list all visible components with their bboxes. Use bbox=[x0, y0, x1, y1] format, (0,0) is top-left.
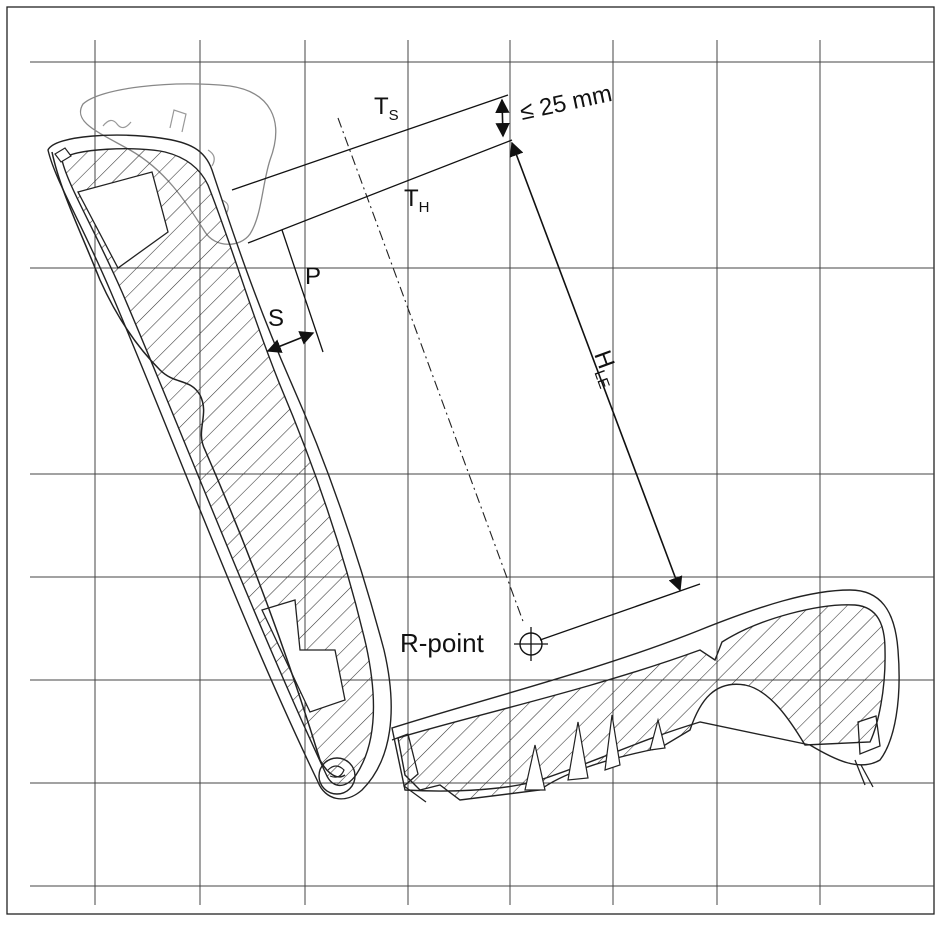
dimension-lines bbox=[231, 94, 701, 641]
seat-front-hardware bbox=[854, 715, 881, 788]
recliner-pivot bbox=[318, 757, 356, 795]
back-frame-rail bbox=[51, 151, 346, 778]
hle-arrow bbox=[509, 141, 683, 592]
seatback-cutout-lower bbox=[261, 599, 346, 713]
r-point-marker bbox=[514, 627, 548, 661]
seatback-cutout-upper bbox=[77, 171, 169, 269]
seat-rear-hardware bbox=[391, 733, 427, 803]
label-25mm: ≤ 25 mm bbox=[518, 80, 615, 126]
seat-spikes bbox=[524, 714, 666, 791]
torso-reference-line bbox=[337, 117, 525, 625]
label-p: P bbox=[305, 263, 321, 290]
diagram-border bbox=[6, 6, 935, 915]
s-arrow bbox=[266, 331, 315, 353]
label-ts: TS bbox=[374, 93, 399, 124]
label-s: S bbox=[268, 305, 284, 332]
label-th: TH bbox=[404, 185, 430, 216]
seatback-outline bbox=[47, 134, 392, 800]
recliner-pivot-detail bbox=[327, 765, 345, 778]
label-r-point: R-point bbox=[400, 628, 485, 658]
gap-arrow-25mm bbox=[495, 98, 510, 138]
top-hinge bbox=[54, 147, 72, 163]
